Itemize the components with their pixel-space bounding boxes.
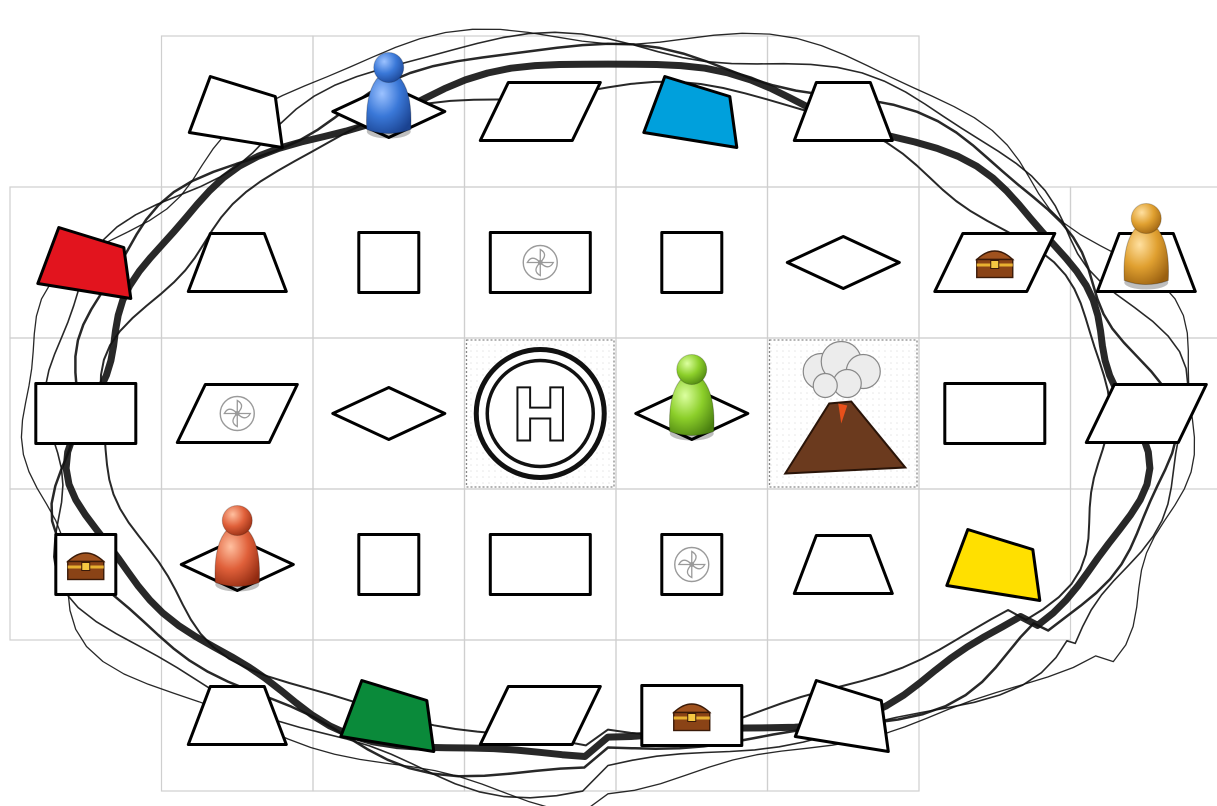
diamond-shape [333,388,445,440]
tile-square[interactable] [359,535,419,595]
tile-square[interactable] [662,535,722,595]
tile-diamond[interactable] [787,237,899,289]
tile-trapezoid[interactable] [794,83,892,141]
red-pawn[interactable] [215,506,260,592]
tile-layer: H [36,77,1207,752]
square-shape [359,233,419,293]
irregular-shape [38,228,131,299]
tile-trapezoid[interactable] [188,687,286,745]
tile-rectangle[interactable] [945,384,1045,444]
green-pawn[interactable] [670,355,715,441]
fan-icon [220,397,254,431]
helipad-tile[interactable]: H [467,340,615,487]
treasure-chest-icon [977,251,1013,278]
tile-parallelogram[interactable] [1086,385,1206,443]
tile-square[interactable] [662,233,722,293]
rectangle-shape [945,384,1045,444]
square-shape [359,535,419,595]
tile-parallelogram[interactable] [935,234,1055,292]
parallelogram-shape [1086,385,1206,443]
tile-parallelogram[interactable] [177,385,297,443]
tile-rectangle[interactable] [642,686,742,746]
parallelogram-shape [480,687,600,745]
blue-pawn[interactable] [367,53,412,139]
tile-rectangle[interactable] [490,535,590,595]
fan-icon [523,246,557,280]
treasure-chest-icon [68,553,104,580]
tile-square[interactable] [359,233,419,293]
helipad-letter: H [514,373,567,456]
square-shape [662,233,722,293]
orange-pawn[interactable] [1124,204,1169,290]
rectangle-shape [490,535,590,595]
parallelogram-shape [480,83,600,141]
irregular-shape [947,530,1040,601]
trapezoid-shape [188,687,286,745]
tile-diamond[interactable] [333,388,445,440]
tile-rectangle[interactable] [490,233,590,293]
trapezoid-shape [794,83,892,141]
tile-square[interactable] [56,535,116,595]
tile-irregular[interactable] [38,228,131,299]
tile-trapezoid[interactable] [794,536,892,594]
tile-irregular[interactable] [947,530,1040,601]
tile-trapezoid[interactable] [188,234,286,292]
volcano-tile[interactable] [770,340,918,487]
fan-icon [675,548,709,582]
diamond-shape [787,237,899,289]
tile-parallelogram[interactable] [480,687,600,745]
treasure-chest-icon [674,704,710,731]
rectangle-shape [36,384,136,444]
tile-parallelogram[interactable] [480,83,600,141]
tile-irregular[interactable] [189,77,282,148]
trapezoid-shape [188,234,286,292]
irregular-shape [189,77,282,148]
trapezoid-shape [794,536,892,594]
tile-rectangle[interactable] [36,384,136,444]
